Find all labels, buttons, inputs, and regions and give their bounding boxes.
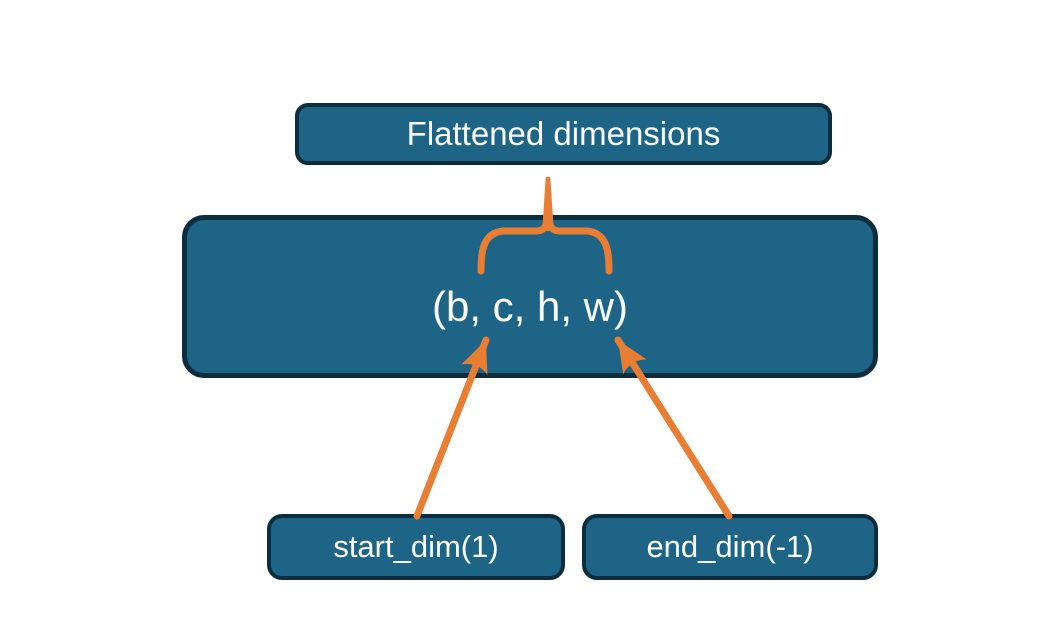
start-dim-label: start_dim(1) xyxy=(333,529,499,564)
flattened-dimensions-label: Flattened dimensions xyxy=(406,115,721,152)
end-dim-label: end_dim(-1) xyxy=(646,529,814,564)
start-dim-box: start_dim(1) xyxy=(267,514,565,580)
flattened-dimensions-box: Flattened dimensions xyxy=(295,103,832,165)
tensor-shape-box: (b, c, h, w) xyxy=(182,215,878,378)
tensor-shape-label: (b, c, h, w) xyxy=(431,282,629,330)
end-dim-box: end_dim(-1) xyxy=(582,514,878,580)
